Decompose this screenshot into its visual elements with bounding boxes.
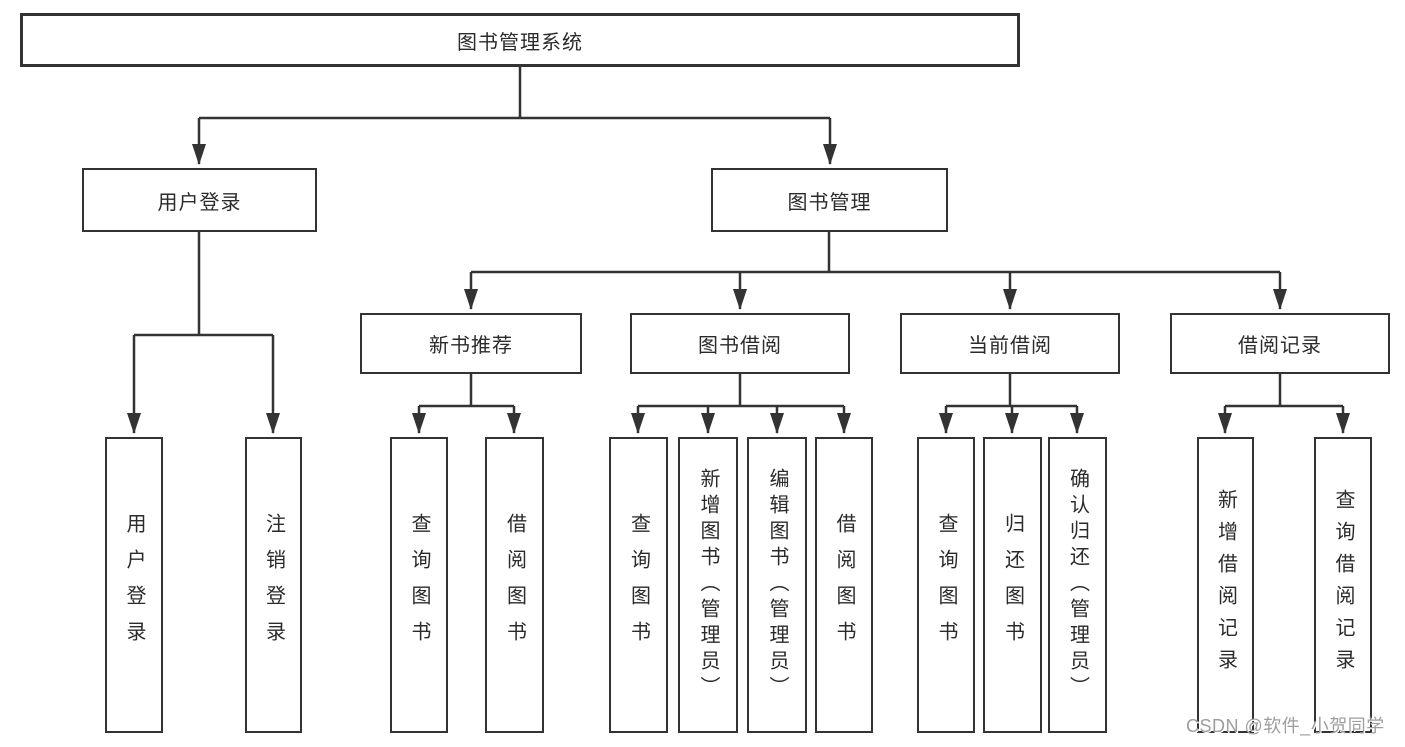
- leaf-label: 确认归还（管理员）: [1066, 468, 1089, 702]
- leaf-label: 查询图书: [627, 513, 650, 657]
- leaf-query-books: 查询图书: [609, 437, 668, 733]
- leaf-query-books: 查询图书: [917, 437, 975, 733]
- leaf-label: 归还图书: [1001, 513, 1024, 657]
- leaf-label: 新增图书（管理员）: [697, 468, 719, 702]
- node-book-borrowing: 图书借阅: [630, 313, 850, 374]
- leaf-label: 新增借阅记录: [1214, 489, 1237, 681]
- leaf-borrow-books: 借阅图书: [485, 437, 544, 733]
- node-user-login: 用户登录: [82, 168, 317, 232]
- leaf-label: 查询图书: [408, 513, 430, 657]
- leaf-label: 查询图书: [935, 513, 957, 657]
- csdn-watermark: CSDN @软件_小贺同学: [1186, 716, 1385, 736]
- leaf-add-borrow-record: 新增借阅记录: [1197, 437, 1254, 733]
- leaf-add-books-admin: 新增图书（管理员）: [678, 437, 738, 733]
- node-label: 当前借阅: [968, 335, 1052, 357]
- leaf-label: 查询借阅记录: [1332, 489, 1354, 681]
- node-label: 图书借阅: [698, 335, 782, 357]
- leaf-label: 借阅图书: [503, 513, 526, 657]
- leaf-return-books: 归还图书: [983, 437, 1042, 733]
- leaf-label: 编辑图书（管理员）: [766, 468, 788, 702]
- node-label: 图书管理系统: [457, 31, 583, 54]
- node-label: 用户登录: [157, 191, 242, 214]
- leaf-query-books: 查询图书: [390, 437, 448, 733]
- node-borrowing-records: 借阅记录: [1170, 313, 1390, 374]
- node-current-borrowing: 当前借阅: [900, 313, 1120, 374]
- leaf-confirm-return-admin: 确认归还（管理员）: [1048, 437, 1107, 733]
- node-new-book-recommendation: 新书推荐: [360, 313, 582, 374]
- node-label: 借阅记录: [1238, 335, 1322, 357]
- node-library-system: 图书管理系统: [20, 13, 1020, 67]
- node-label: 图书管理: [787, 191, 872, 214]
- leaf-user-login: 用户登录: [105, 437, 163, 733]
- leaf-logout: 注销登录: [245, 437, 302, 733]
- node-book-management: 图书管理: [711, 168, 948, 232]
- leaf-label: 注销登录: [262, 513, 285, 657]
- leaf-label: 用户登录: [123, 513, 145, 657]
- leaf-label: 借阅图书: [833, 513, 855, 657]
- node-label: 新书推荐: [429, 335, 513, 357]
- leaf-edit-books-admin: 编辑图书（管理员）: [747, 437, 807, 733]
- leaf-borrow-books: 借阅图书: [815, 437, 873, 733]
- leaf-query-borrow-record: 查询借阅记录: [1314, 437, 1372, 733]
